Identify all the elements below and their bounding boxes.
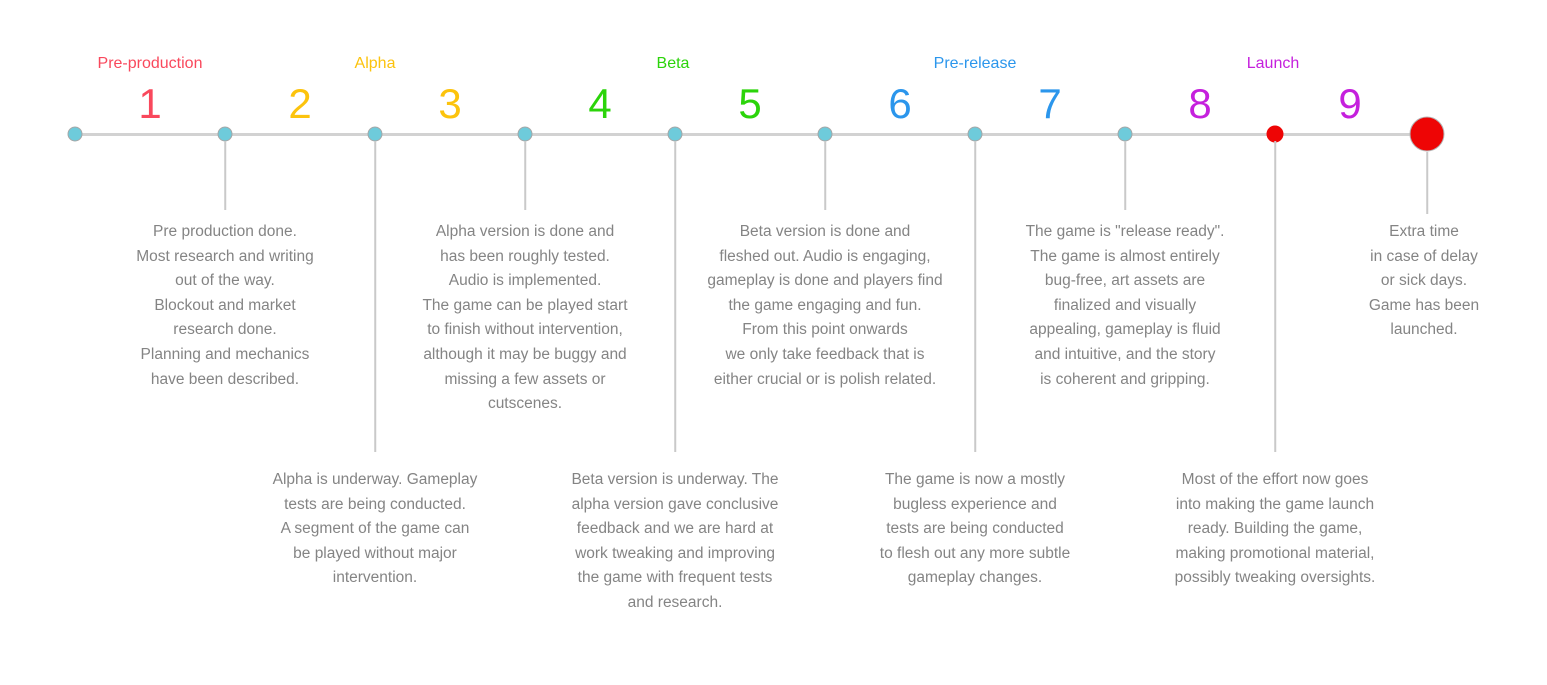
note-bugless: The game is now a mostly bugless experie…: [879, 471, 1071, 587]
step-number-8: 8: [1188, 80, 1212, 127]
step-number-7: 7: [1038, 80, 1062, 127]
note-beta-underway: Beta version is underway. The alpha vers…: [571, 471, 779, 611]
connector-line-8: [1124, 141, 1126, 210]
connector-line-5: [674, 141, 676, 452]
step-number-1: 1: [138, 80, 162, 127]
connector-line-7: [974, 141, 976, 452]
note-launch-effort: Most of the effort now goes into making …: [1174, 471, 1376, 587]
step-number-4: 4: [588, 80, 612, 127]
note-beta-done: Beta version is done and fleshed out. Au…: [707, 223, 943, 388]
connector-line-3: [374, 141, 376, 452]
note-pre-production: Pre production done. Most research and w…: [136, 223, 314, 388]
launch-dot: [1266, 125, 1284, 143]
milestone-dot-6: [817, 126, 833, 142]
milestone-dot-8: [1117, 126, 1133, 142]
step-number-5: 5: [738, 80, 762, 127]
connector-line-4: [524, 141, 526, 210]
phase-label-pre-production: Pre-production: [97, 55, 203, 72]
milestone-dot-7: [967, 126, 983, 142]
connector-line-launch: [1274, 141, 1276, 452]
phase-label-pre-release: Pre-release: [933, 55, 1017, 72]
phase-label-beta: Beta: [656, 55, 690, 72]
phase-label-launch: Launch: [1246, 55, 1300, 72]
timeline-axis: [75, 133, 1427, 136]
step-number-6: 6: [888, 80, 912, 127]
connector-line-end: [1426, 152, 1428, 214]
milestone-dot-3: [367, 126, 383, 142]
note-alpha-underway: Alpha is underway. Gameplay tests are be…: [272, 471, 478, 587]
note-release-ready: The game is "release ready". The game is…: [1025, 223, 1225, 388]
connector-line-6: [824, 141, 826, 210]
step-number-9: 9: [1338, 80, 1362, 127]
milestone-dot-start: [67, 126, 83, 142]
phase-label-alpha: Alpha: [354, 55, 396, 72]
step-number-3: 3: [438, 80, 462, 127]
note-alpha-done: Alpha version is done and has been rough…: [422, 223, 628, 413]
milestone-dot-2: [217, 126, 233, 142]
connector-line-2: [224, 141, 226, 210]
step-number-2: 2: [288, 80, 312, 127]
note-extra-time: Extra time in case of delay or sick days…: [1368, 223, 1480, 339]
end-dot: [1409, 116, 1445, 152]
milestone-dot-5: [667, 126, 683, 142]
milestone-dot-4: [517, 126, 533, 142]
